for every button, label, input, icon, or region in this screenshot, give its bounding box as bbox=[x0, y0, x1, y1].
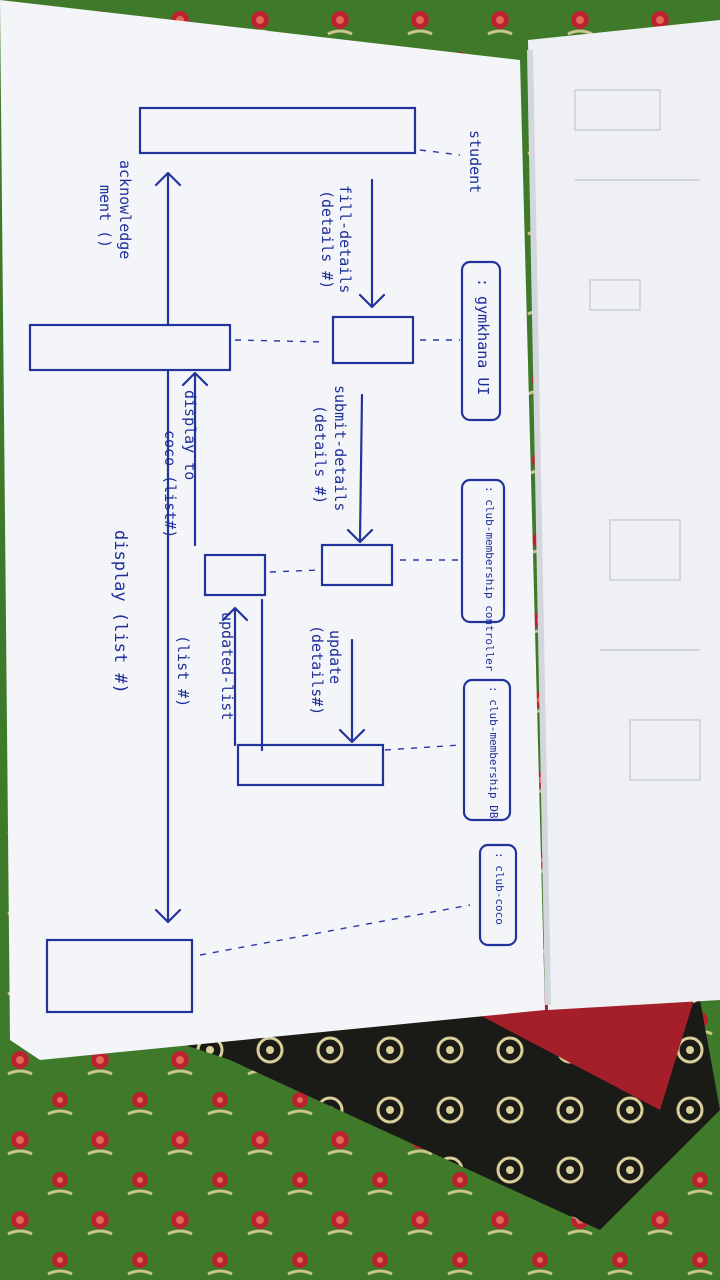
lifeline-box-coco bbox=[478, 843, 518, 947]
carpet-red-field bbox=[360, 980, 700, 1110]
msg-acknowledgement-param: ment () bbox=[96, 185, 114, 248]
lifeline-box-db bbox=[462, 678, 512, 822]
msg-submit-details: submit-details bbox=[331, 385, 349, 511]
msg-acknowledge: acknowledge bbox=[116, 160, 134, 259]
lifeline-box-ui bbox=[460, 260, 502, 422]
msg-submit-details-param: (details #) bbox=[311, 405, 329, 504]
lifeline-box-controller bbox=[460, 478, 506, 624]
label-gymkhana-ui: : gymkhana UI bbox=[474, 278, 492, 395]
arrow-submit-details bbox=[346, 393, 374, 544]
msg-display-to: display to bbox=[181, 390, 199, 480]
arrow-updated-list bbox=[221, 606, 249, 747]
lifeline-ui-lower bbox=[234, 339, 326, 343]
notebook-page bbox=[0, 0, 545, 1060]
arrow-update bbox=[338, 638, 366, 744]
msg-update: update bbox=[326, 630, 344, 684]
label-db: : club-membership DB bbox=[487, 686, 500, 819]
activation-controller-top bbox=[320, 543, 394, 587]
arrow-display-list bbox=[154, 368, 182, 924]
label-controller: : club-membership controller bbox=[483, 486, 496, 672]
arrow-fill-details bbox=[358, 178, 386, 309]
msg-update-param: (details#) bbox=[308, 625, 326, 715]
msg-display-list: display (list #) bbox=[110, 530, 130, 694]
activation-ui-top bbox=[331, 315, 415, 365]
activation-ui-bottom bbox=[28, 323, 232, 372]
arrow-display-to-coco bbox=[181, 371, 209, 547]
msg-display-to-coco: coco (list#) bbox=[161, 430, 179, 538]
label-student: student bbox=[466, 130, 484, 193]
label-coco: : club-coco bbox=[493, 852, 506, 925]
notebook-page-right bbox=[528, 20, 720, 1010]
activation-student bbox=[138, 106, 417, 155]
activation-controller-bottom bbox=[203, 553, 267, 597]
msg-fill-details: fill-details bbox=[336, 185, 354, 293]
lifeline-controller-lower bbox=[269, 569, 321, 573]
msg-updated-list: updated-list bbox=[218, 612, 236, 720]
activation-coco bbox=[45, 938, 194, 1014]
arrow-acknowledgement bbox=[154, 171, 182, 327]
activation-db bbox=[236, 743, 385, 787]
sequence-diagram: student : gymkhana UI : club-membership … bbox=[28, 106, 518, 1014]
msg-updated-list-param: (list #) bbox=[174, 635, 192, 707]
bleed-through-lines bbox=[574, 89, 701, 781]
msg-fill-details-param: (details #) bbox=[318, 190, 336, 289]
page-binding bbox=[527, 49, 551, 1006]
